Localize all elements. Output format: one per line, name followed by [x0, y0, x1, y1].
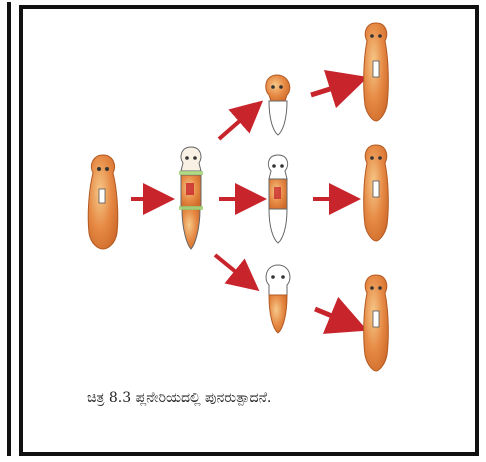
regenerated-planarian-top: [364, 23, 389, 121]
planarian-cut-pieces: [179, 147, 203, 249]
planaria-regeneration-illustration: [23, 9, 475, 452]
figure-caption: ಚಿತ್ರ 8.3 ಪ್ಲನೇರಿಯದಲ್ಲಿ ಪುನರುತ್ಪಾದನೆ.: [87, 390, 467, 406]
arrow-to-head-piece: [219, 111, 251, 139]
regenerating-tail-piece: [266, 265, 290, 333]
page-left-border: [3, 2, 11, 456]
planarian-original: [88, 155, 118, 249]
regenerated-planarian-middle: [364, 145, 389, 241]
arrow-tail-to-full: [315, 309, 349, 323]
arrow-head-to-full: [311, 83, 349, 95]
figure-frame: ಚಿತ್ರ 8.3 ಪ್ಲನೇರಿಯದಲ್ಲಿ ಪುನರುತ್ಪಾದನೆ.: [19, 5, 479, 456]
regenerated-planarian-bottom: [364, 275, 389, 371]
regenerating-middle-piece: [268, 155, 287, 243]
arrow-to-tail-piece: [215, 255, 247, 281]
regenerating-head-piece: [266, 75, 290, 135]
